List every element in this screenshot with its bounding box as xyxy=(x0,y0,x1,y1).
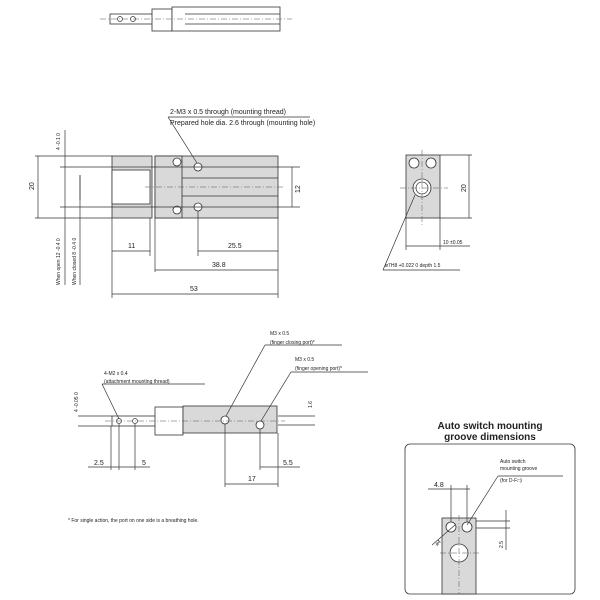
when-closed: When closed 8 -0.4 0 xyxy=(72,238,78,285)
dim-width: 10 ±0.05 xyxy=(443,240,463,246)
dim-height: 20 xyxy=(461,184,468,192)
dim-2-5: 2.5 xyxy=(94,460,104,467)
front-view: 2-M3 x 0.5 through (mounting thread) Pre… xyxy=(29,109,315,298)
dim-height: 20 xyxy=(29,182,36,190)
footnote: * For single action, the port on one sid… xyxy=(68,518,199,524)
side-view: 20 10 ±0.05 ø7H8 +0.022 0 depth 1.5 xyxy=(382,150,472,271)
dim-25-5: 25.5 xyxy=(228,243,242,250)
groove-callout-2: mounting groove xyxy=(500,466,537,472)
dim-38-8: 38.8 xyxy=(212,262,226,269)
callout-attach-sub: (attachment mounting thread) xyxy=(104,379,170,385)
dim-53: 53 xyxy=(190,286,198,293)
dim-2-5: 2.5 xyxy=(499,541,505,548)
groove-dimensions-panel: Auto switch mounting groove dimensions A… xyxy=(404,421,576,595)
dim-17: 17 xyxy=(248,476,256,483)
callout-close-sub: (finger closing port)* xyxy=(270,340,315,346)
dim-radius: ø4 xyxy=(434,539,443,548)
top-view xyxy=(100,6,292,32)
callout-bore: ø7H8 +0.022 0 depth 1.5 xyxy=(385,263,441,269)
dim-11: 11 xyxy=(128,243,135,250)
dim-left: 4 -0.05 0 xyxy=(74,392,80,412)
dim-1-6: 1.6 xyxy=(308,401,314,408)
callout-attach: 4-M2 x 0.4 xyxy=(104,371,128,377)
dim-5-5: 5.5 xyxy=(283,460,293,467)
groove-title-2: groove dimensions xyxy=(444,432,536,443)
callout-thread: 2-M3 x 0.5 through (mounting thread) xyxy=(170,109,286,116)
bottom-view: 4-M2 x 0.4 (attachment mounting thread) … xyxy=(74,331,368,487)
callout-close: M3 x 0.5 xyxy=(270,331,289,337)
when-open: When open 12 -0.4 0 xyxy=(56,238,62,285)
groove-callout-3: (for D-F□) xyxy=(500,478,522,484)
callout-open: M3 x 0.5 xyxy=(295,357,314,363)
groove-title-1: Auto switch mounting xyxy=(438,421,543,432)
callout-hole: Prepared hole dia. 2.6 through (mounting… xyxy=(170,120,315,127)
dim-pitch: 12 xyxy=(295,185,302,193)
dim-4-8: 4.8 xyxy=(434,482,444,489)
dim-top: 4 -0.1 0 xyxy=(56,133,62,150)
dim-5: 5 xyxy=(142,460,146,467)
callout-open-sub: (finger opening port)* xyxy=(295,366,342,372)
groove-callout-1: Auto switch xyxy=(500,459,526,465)
